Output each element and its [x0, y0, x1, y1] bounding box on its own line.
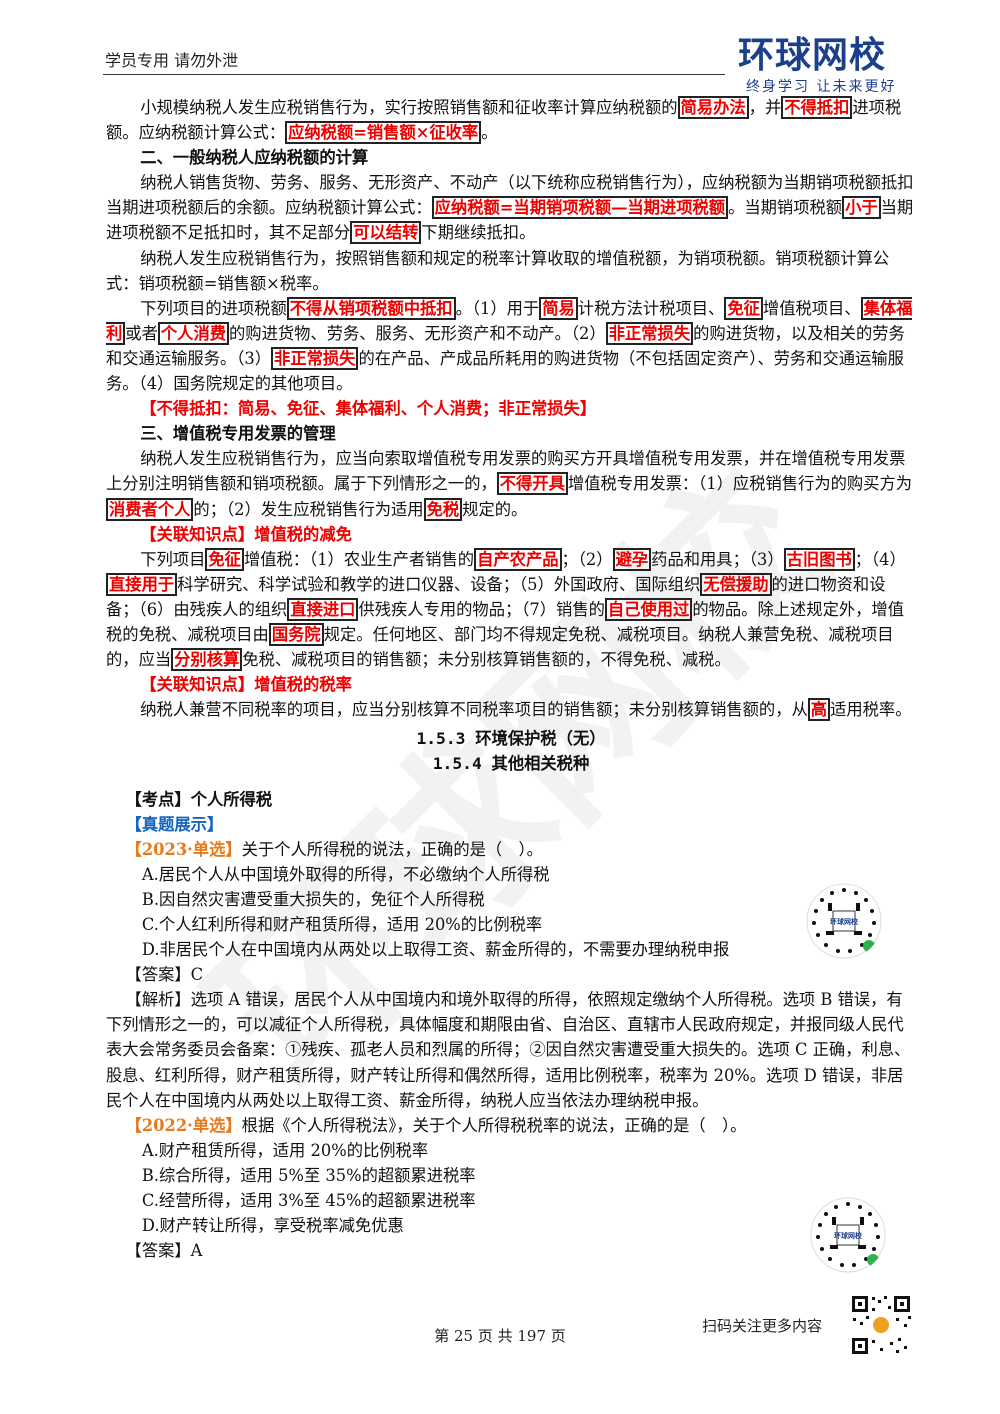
section-title-other-taxes: 1.5.4 其他相关税种: [432, 754, 590, 774]
q1-option-a: A.居民个人从中国境外取得的所得，不必缴纳个人所得税: [141, 864, 550, 884]
header-left-text: 学员专用 请勿外泄: [105, 51, 239, 70]
qr-center-label-2: 环球网校: [834, 1231, 863, 1240]
related-point-exemption: 【关联知识点】增值税的减免: [140, 524, 352, 544]
q2-option-b: B.综合所得，适用 5%至 35%的超额累进税率: [141, 1165, 476, 1185]
section-title-env-tax: 1.5.3 环境保护税（无）: [416, 729, 606, 749]
logo-slogan: 终身学习 让未来更好: [746, 79, 897, 95]
q1-analysis: 【解析】选项 A 错误，居民个人从中国境内和境外取得的所得，依照规定缴纳个人所得…: [106, 990, 911, 1110]
q2-option-c: C.经营所得，适用 3%至 45%的超额累进税率: [141, 1191, 476, 1211]
page-number: 第 25 页 共 197 页: [434, 1327, 566, 1345]
mini-program-code-icon[interactable]: 环球网校: [806, 883, 882, 959]
heading-general-taxpayer: 二、一般纳税人应纳税额的计算: [140, 148, 369, 168]
q2-option-d: D.财产转让所得，享受税率减免优惠: [141, 1216, 404, 1236]
question-2: 【2022·单选】根据《个人所得税法》，关于个人所得税税率的说法，正确的是（ ）…: [125, 1115, 747, 1135]
brand-logo: 环球网校 终身学习 让未来更好: [738, 36, 918, 98]
heading-special-invoice: 三、增值税专用发票的管理: [140, 424, 336, 444]
document-body: 小规模纳税人发生应税销售行为，实行按照销售额和征收率计算应纳税额的简易办法，并不…: [106, 95, 916, 1263]
paragraph-invoice: 纳税人发生应税销售行为，应当向索取增值税专用发票的购买方开具增值税专用发票，并在…: [106, 449, 913, 521]
q1-option-b: B.因自然灾害遭受重大损失的，免征个人所得税: [141, 889, 485, 909]
header-rule: [103, 74, 725, 75]
paragraph-exemptions: 下列项目免征增值税：（1）农业生产者销售的自产农产品；（2）避孕药品和用具；（3…: [106, 547, 906, 672]
scan-prompt: 扫码关注更多内容: [702, 1317, 823, 1335]
past-exam-label: 【真题展示】: [125, 814, 224, 834]
paragraph-tax-calc: 纳税人销售货物、劳务、服务、无形资产、不动产（以下统称应税销售行为），应纳税额为…: [106, 173, 914, 245]
summary-note: 【不得抵扣：简易、免征、集体福利、个人消费；非正常损失】: [140, 399, 597, 419]
paragraph-non-deductible: 下列项目的进项税额不得从销项税额中抵扣。（1）用于简易计税方法计税项目、免征增值…: [106, 296, 913, 394]
paragraph-rate: 纳税人兼营不同税率的项目，应当分别核算不同税率项目的销售额；未分别核算销售额的，…: [140, 698, 912, 722]
qr-code-icon[interactable]: [850, 1294, 912, 1356]
logo-main-text: 环球网校: [738, 35, 887, 76]
related-point-rate: 【关联知识点】增值税的税率: [140, 675, 352, 695]
kaodian-heading: 【考点】个人所得税: [125, 789, 273, 809]
paragraph-output-tax: 纳税人发生应税销售行为，按照销售额和规定的税率计算收取的增值税额，为销项税额。销…: [106, 248, 890, 293]
q1-option-c: C.个人红利所得和财产租赁所得，适用 20%的比例税率: [141, 915, 543, 934]
question-1: 【2023·单选】关于个人所得税的说法，正确的是（ ）。: [125, 839, 543, 859]
qr-center-label: 环球网校: [830, 917, 859, 926]
q2-answer: 【答案】A: [125, 1241, 203, 1261]
mini-program-code-icon-2[interactable]: 环球网校: [810, 1197, 886, 1273]
q2-option-a: A.财产租赁所得，适用 20%的比例税率: [141, 1140, 429, 1160]
q1-answer: 【答案】C: [125, 965, 204, 985]
q1-option-d: D.非居民个人在中国境内从两处以上取得工资、薪金所得的，不需要办理纳税申报: [141, 940, 730, 960]
paragraph-small-taxpayer: 小规模纳税人发生应税销售行为，实行按照销售额和征收率计算应纳税额的简易办法，并不…: [106, 96, 902, 145]
